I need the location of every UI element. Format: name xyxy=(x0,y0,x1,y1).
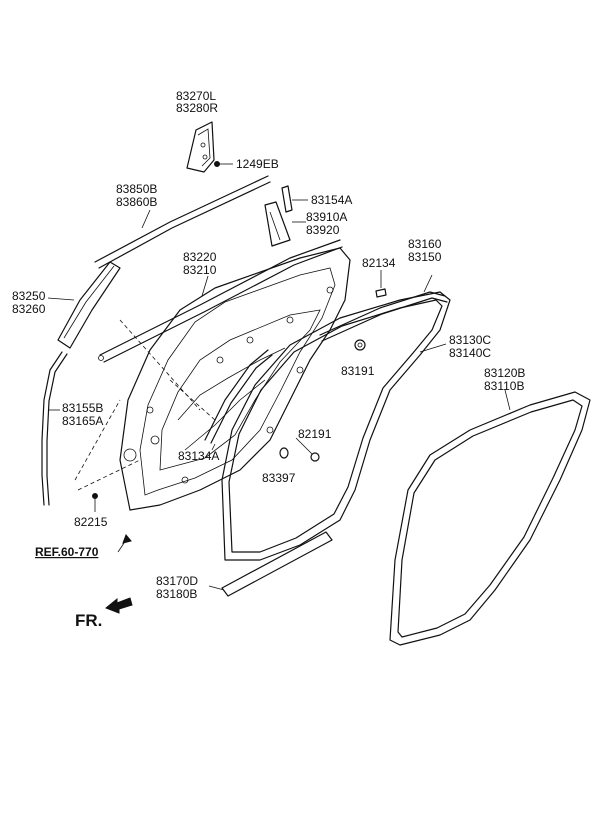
label-83910A: 83910A xyxy=(306,210,347,224)
glass-run-part xyxy=(204,349,273,451)
door-trim-part xyxy=(221,291,451,561)
label-83140C: 83140C xyxy=(449,346,491,360)
part-labels: 83270L 83280R 1249EB 83850B 83860B 83154… xyxy=(12,89,525,630)
grommet-83191-part xyxy=(354,339,366,351)
label-83260: 83260 xyxy=(12,302,46,316)
roof-moulding-part xyxy=(94,175,271,269)
pad-83154a-part xyxy=(281,185,308,213)
label-83920: 83920 xyxy=(306,223,340,237)
label-83860B: 83860B xyxy=(116,195,157,209)
label-83397: 83397 xyxy=(262,471,296,485)
label-83850B: 83850B xyxy=(116,182,157,196)
side-seal-part xyxy=(41,351,68,506)
plug-83397-part xyxy=(279,447,289,459)
clip-82134-part xyxy=(375,270,387,298)
dashed-leaders xyxy=(74,319,216,491)
label-fr: FR. xyxy=(75,611,102,630)
arrow-icon xyxy=(105,597,133,614)
weatherstrip-upper-part xyxy=(319,274,448,342)
rocker-seal-part xyxy=(208,531,333,597)
label-83191: 83191 xyxy=(341,364,375,378)
door-weatherstrip-part xyxy=(389,389,591,646)
belt-weatherstrip-part xyxy=(98,239,343,363)
label-83180B: 83180B xyxy=(156,587,197,601)
label-83170D: 83170D xyxy=(156,574,198,588)
label-83134A: 83134A xyxy=(178,449,219,463)
label-83160: 83160 xyxy=(408,237,442,251)
label-83110B: 83110B xyxy=(484,379,524,393)
delta-cover-part xyxy=(264,201,306,247)
plug-82191-part xyxy=(295,437,320,462)
label-82134: 82134 xyxy=(362,256,396,270)
label-83165A: 83165A xyxy=(62,414,103,428)
label-83154A: 83154A xyxy=(311,193,352,207)
label-83270L: 83270L xyxy=(176,89,216,103)
label-83210: 83210 xyxy=(183,263,217,277)
label-83130C: 83130C xyxy=(449,333,491,347)
belt-bracket-part xyxy=(186,121,215,173)
label-83120B: 83120B xyxy=(484,366,525,380)
pin-82215-part xyxy=(92,493,98,512)
label-83280R: 83280R xyxy=(176,101,218,115)
label-83150: 83150 xyxy=(408,250,442,264)
label-83250: 83250 xyxy=(12,289,46,303)
label-82215: 82215 xyxy=(74,515,108,529)
ref-pointer xyxy=(117,534,132,553)
label-83155B: 83155B xyxy=(62,401,103,415)
pillar-garnish-part xyxy=(47,261,121,349)
screw-1249eb-part xyxy=(214,161,233,167)
label-82191: 82191 xyxy=(298,427,332,441)
label-83220: 83220 xyxy=(183,250,217,264)
label-ref: REF.60-770 xyxy=(35,545,99,559)
door-panel-part xyxy=(119,247,351,511)
label-1249EB: 1249EB xyxy=(236,157,279,171)
